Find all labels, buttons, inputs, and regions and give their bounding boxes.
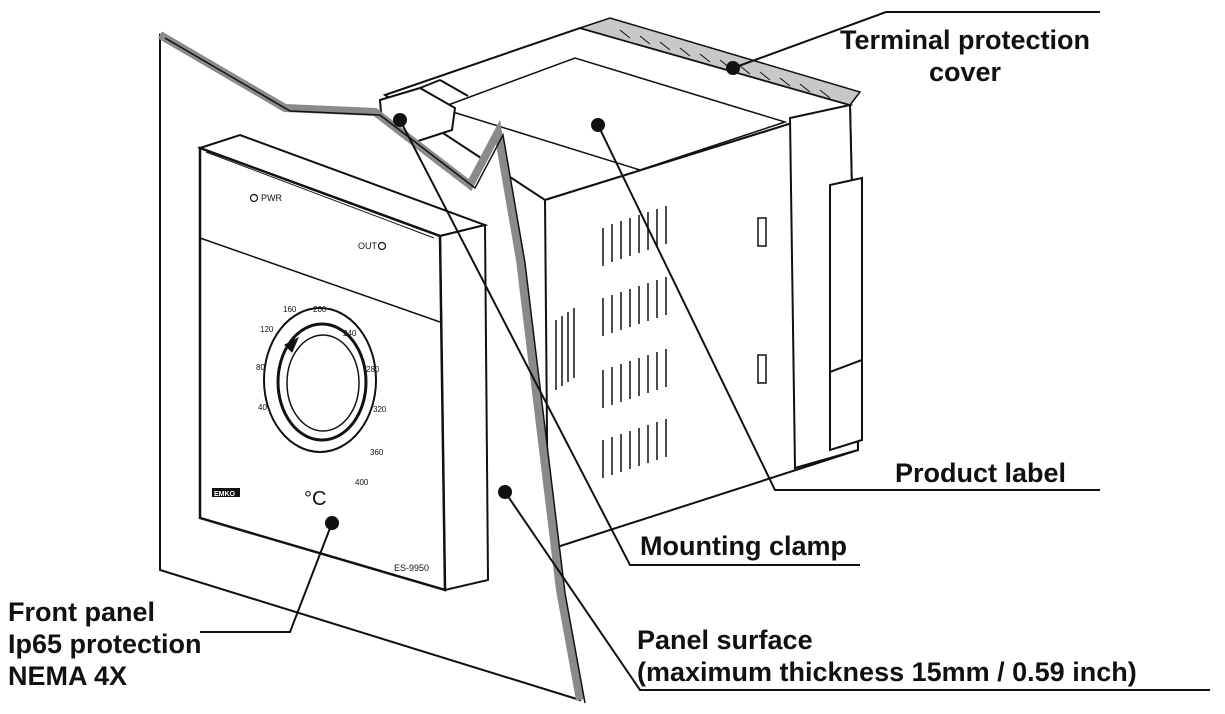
brand-logo: EMKO: [212, 488, 240, 498]
side-notches: [829, 176, 863, 452]
front-panel-label: Front panel Ip65 protection NEMA 4X: [8, 596, 202, 692]
out-led-icon: [377, 241, 387, 251]
dial-tick: 200: [313, 305, 327, 314]
leader-lines: [200, 11, 1210, 691]
dial-tick: 240: [343, 329, 357, 338]
model-label: ES-9950: [394, 563, 429, 573]
panel-surface-label: Panel surface (maximum thickness 15mm / …: [637, 624, 1137, 688]
dial-tick-labels: 40 80 120 160 200 240 280 320 360 400: [256, 305, 387, 487]
dial-tick: 80: [256, 363, 265, 372]
dial-tick: 360: [370, 448, 384, 457]
terminal-protection-cover: [577, 17, 862, 106]
callout-line: Mounting clamp: [640, 531, 847, 561]
terminal-protection-cover-label: Terminal protection cover: [840, 24, 1090, 88]
leader-dots: [325, 61, 740, 530]
out-label: OUT: [358, 241, 378, 251]
ventilation-grilles: [555, 206, 667, 478]
product-label-label: Product label: [895, 457, 1066, 489]
mounting-clamp-label: Mounting clamp: [640, 530, 847, 562]
side-slots: [757, 217, 767, 384]
pwr-led-icon: [249, 193, 259, 203]
callout-line: NEMA 4X: [8, 661, 128, 691]
callout-line: Front panel: [8, 597, 155, 627]
front-bezel: [196, 133, 490, 592]
dial-tick: 320: [373, 405, 387, 414]
callout-line: Terminal protection: [840, 25, 1091, 55]
pwr-label: PWR: [261, 193, 282, 203]
callout-line: Ip65 protection: [8, 629, 202, 659]
dial-tick: 160: [283, 305, 297, 314]
temperature-dial: [263, 307, 377, 453]
product-label-area: [437, 57, 788, 171]
callout-line: cover: [928, 57, 1002, 87]
callout-line: (maximum thickness 15mm / 0.59 inch): [637, 657, 1137, 687]
dial-tick: 40: [258, 403, 267, 412]
dial-tick: 280: [366, 365, 380, 374]
callout-line: Product label: [895, 458, 1067, 488]
unit-label: °C: [304, 488, 326, 510]
dial-tick: 120: [260, 325, 274, 334]
dial-tick: 400: [355, 478, 369, 487]
callout-line: Panel surface: [637, 625, 813, 655]
svg-text:EMKO: EMKO: [214, 491, 236, 498]
